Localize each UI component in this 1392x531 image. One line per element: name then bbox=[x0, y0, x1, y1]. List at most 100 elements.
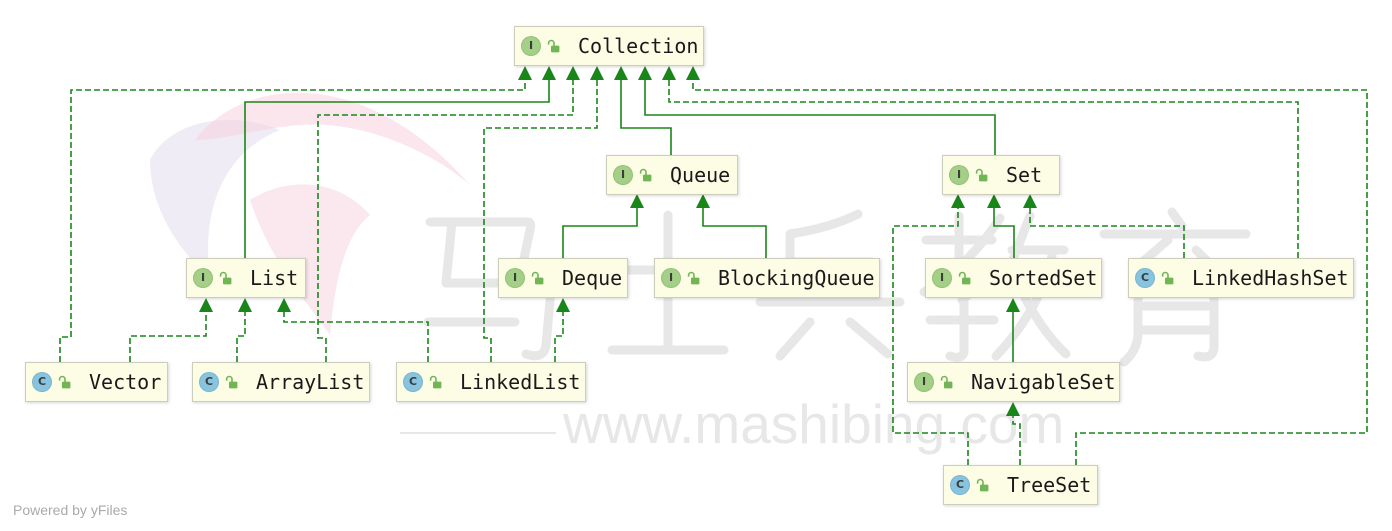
interface-icon: I bbox=[505, 268, 525, 288]
edge-line bbox=[892, 208, 969, 465]
edge-list-to-collection bbox=[244, 66, 556, 258]
edge-blockingqueue-to-queue bbox=[696, 194, 767, 258]
public-icon bbox=[429, 375, 442, 389]
edge-linkedlist-to-deque bbox=[554, 298, 570, 362]
node-label: LinkedList bbox=[460, 370, 581, 394]
node-collection[interactable]: I Collection bbox=[514, 26, 704, 66]
public-icon bbox=[58, 375, 71, 389]
edge-line bbox=[59, 80, 526, 362]
public-icon bbox=[639, 168, 652, 182]
arrowhead bbox=[686, 66, 700, 80]
node-sorted-set[interactable]: I SortedSet bbox=[925, 258, 1102, 298]
edge-line bbox=[1029, 208, 1185, 258]
interface-icon: I bbox=[949, 165, 969, 185]
arrowhead bbox=[662, 66, 676, 80]
arrowhead bbox=[518, 66, 532, 80]
node-label: NavigableSet bbox=[971, 370, 1116, 394]
edge-line bbox=[993, 208, 1015, 258]
edge-linkedlist-to-collection bbox=[483, 66, 604, 362]
node-list[interactable]: I List bbox=[186, 258, 306, 298]
node-vector[interactable]: C Vector bbox=[25, 362, 168, 402]
arrowhead bbox=[199, 298, 213, 312]
edge-queue-to-collection bbox=[614, 66, 672, 155]
node-label: List bbox=[250, 266, 299, 290]
interface-icon: I bbox=[932, 268, 952, 288]
node-queue[interactable]: I Queue bbox=[606, 155, 738, 195]
public-icon bbox=[687, 271, 700, 285]
node-linked-list[interactable]: C LinkedList bbox=[396, 362, 586, 402]
edge-sortedset-to-set bbox=[987, 194, 1015, 258]
watermark-url: www.mashibing.com bbox=[563, 393, 1065, 455]
interface-icon: I bbox=[914, 372, 934, 392]
edge-line bbox=[1012, 416, 1021, 465]
arrowhead bbox=[951, 194, 965, 208]
public-icon bbox=[976, 478, 989, 492]
node-label: ArrayList bbox=[256, 370, 365, 394]
arrowhead bbox=[1023, 194, 1037, 208]
class-icon: C bbox=[950, 475, 970, 495]
node-tree-set[interactable]: C TreeSet bbox=[943, 465, 1098, 505]
edge-vector-to-collection bbox=[59, 66, 532, 362]
arrowhead bbox=[277, 298, 291, 312]
powered-by-footer: Powered by yFiles bbox=[13, 502, 128, 518]
edge-line bbox=[317, 80, 574, 362]
node-label: Collection bbox=[578, 34, 699, 58]
interface-icon: I bbox=[193, 268, 213, 288]
class-icon: C bbox=[1135, 268, 1155, 288]
arrowhead bbox=[542, 66, 556, 80]
arrowhead bbox=[987, 194, 1001, 208]
arrowhead bbox=[556, 298, 570, 312]
arrowhead bbox=[238, 298, 252, 312]
edge-arraylist-to-collection bbox=[317, 66, 580, 362]
node-deque[interactable]: I Deque bbox=[498, 258, 628, 298]
edge-line bbox=[483, 80, 598, 362]
edge-line bbox=[283, 312, 429, 362]
public-icon bbox=[531, 271, 544, 285]
edge-line bbox=[236, 312, 246, 362]
node-label: Vector bbox=[89, 370, 162, 394]
class-icon: C bbox=[403, 372, 423, 392]
edge-line bbox=[554, 312, 564, 362]
node-label: Queue bbox=[670, 163, 731, 187]
arrowhead bbox=[1006, 298, 1020, 312]
class-icon: C bbox=[32, 372, 52, 392]
node-linked-hash-set[interactable]: C LinkedHashSet bbox=[1128, 258, 1354, 298]
edge-treeset-to-set bbox=[892, 194, 969, 465]
public-icon bbox=[940, 375, 953, 389]
edge-line bbox=[620, 80, 672, 155]
class-icon: C bbox=[199, 372, 219, 392]
edge-vector-to-list bbox=[129, 298, 213, 362]
edge-treeset-to-collection bbox=[686, 66, 1368, 465]
edge-deque-to-queue bbox=[562, 194, 644, 258]
node-label: BlockingQueue bbox=[718, 266, 875, 290]
arrowhead bbox=[630, 194, 644, 208]
arrowhead bbox=[590, 66, 604, 80]
node-blocking-queue[interactable]: I BlockingQueue bbox=[654, 258, 880, 298]
arrowhead bbox=[696, 194, 710, 208]
node-array-list[interactable]: C ArrayList bbox=[192, 362, 370, 402]
arrowhead bbox=[566, 66, 580, 80]
edge-arraylist-to-list bbox=[236, 298, 252, 362]
arrowhead bbox=[1006, 402, 1020, 416]
node-label: SortedSet bbox=[989, 266, 1098, 290]
public-icon bbox=[1161, 271, 1174, 285]
edge-set-to-collection bbox=[638, 66, 996, 155]
edge-navigableset-to-sortedset bbox=[1006, 298, 1020, 362]
edge-linkedlist-to-list bbox=[277, 298, 429, 362]
public-icon bbox=[547, 39, 560, 53]
edge-treeset-to-navigableset bbox=[1006, 402, 1021, 465]
interface-icon: I bbox=[661, 268, 681, 288]
edge-line bbox=[702, 208, 767, 258]
edge-line bbox=[562, 208, 638, 258]
edge-line bbox=[644, 80, 996, 155]
public-icon bbox=[958, 271, 971, 285]
node-navigable-set[interactable]: I NavigableSet bbox=[907, 362, 1120, 402]
public-icon bbox=[975, 168, 988, 182]
node-set[interactable]: I Set bbox=[942, 155, 1060, 195]
edge-line bbox=[692, 80, 1368, 465]
edge-line bbox=[668, 80, 1299, 258]
arrowhead bbox=[638, 66, 652, 80]
